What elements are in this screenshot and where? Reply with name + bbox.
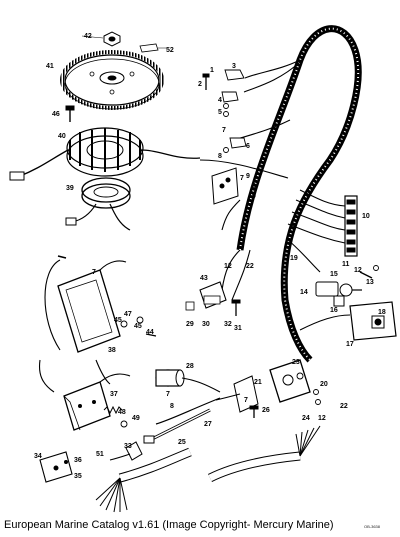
callout-24: 24 <box>302 415 310 422</box>
rectifier-screw <box>231 299 241 316</box>
callout-15: 15 <box>330 271 338 278</box>
callout-8c: 8 <box>170 403 174 410</box>
callout-16: 16 <box>330 307 338 314</box>
grommets <box>120 316 157 337</box>
flywheel-key <box>139 43 166 53</box>
screw <box>249 405 259 418</box>
callout-48: 48 <box>118 409 126 416</box>
callout-19: 19 <box>290 255 298 262</box>
stator-screw <box>65 105 75 122</box>
trigger-assembly <box>65 177 131 231</box>
callout-2: 2 <box>198 81 202 88</box>
callout-42: 42 <box>84 33 92 40</box>
callout-8b: 8 <box>252 183 256 190</box>
callout-18: 18 <box>378 309 386 316</box>
mounting-bracket <box>211 167 239 205</box>
callout-35: 35 <box>74 473 82 480</box>
callout-1: 1 <box>210 67 214 74</box>
callout-labels: 1 2 3 4 5 6 7 8 7 9 8 9 10 11 12 12 13 1… <box>34 33 386 480</box>
coil-terminals <box>202 69 247 153</box>
callout-45a: 45 <box>114 317 122 324</box>
fuse-wire <box>143 397 221 444</box>
callout-29: 29 <box>186 321 194 328</box>
callout-46: 46 <box>52 111 60 118</box>
callout-49: 49 <box>132 415 140 422</box>
callout-7d: 7 <box>166 391 170 398</box>
callout-22a: 22 <box>246 263 254 270</box>
callout-8a: 8 <box>218 153 222 160</box>
cable-bracket <box>215 375 259 413</box>
callout-7a: 7 <box>222 127 226 134</box>
callout-34: 34 <box>34 453 42 460</box>
callout-47: 47 <box>124 311 132 318</box>
callout-3: 3 <box>232 63 236 70</box>
callout-41: 41 <box>46 63 54 70</box>
callout-31: 31 <box>234 325 242 332</box>
switch-plate <box>349 301 397 341</box>
spark-plug-cap <box>109 441 143 461</box>
callout-17: 17 <box>346 341 354 348</box>
callout-26: 26 <box>262 407 270 414</box>
callout-25: 25 <box>178 439 186 446</box>
starter-solenoid <box>269 359 321 405</box>
spring <box>103 405 128 428</box>
callout-13: 13 <box>366 279 374 286</box>
callout-10: 10 <box>362 213 370 220</box>
callout-11: 11 <box>342 261 350 268</box>
callout-52: 52 <box>166 47 174 54</box>
callout-36: 36 <box>74 457 82 464</box>
callout-30: 30 <box>202 321 210 328</box>
ignition-coil <box>38 359 131 431</box>
catalog-caption: European Marine Catalog v1.61 (Image Cop… <box>4 519 334 531</box>
callout-14: 14 <box>300 289 308 296</box>
callout-38: 38 <box>108 347 116 354</box>
callout-32: 32 <box>224 321 232 328</box>
callout-33: 33 <box>124 443 132 450</box>
callout-7b: 7 <box>240 175 244 182</box>
mounting-plate <box>39 451 73 483</box>
callout-12c: 12 <box>318 415 326 422</box>
callout-45b: 45 <box>134 323 142 330</box>
stator <box>9 127 201 181</box>
bolt <box>359 265 379 279</box>
callout-44: 44 <box>146 329 154 336</box>
key-switch <box>315 281 362 307</box>
flywheel <box>60 50 164 110</box>
callout-37: 37 <box>110 391 118 398</box>
callout-51: 51 <box>96 451 104 458</box>
callout-7e: 7 <box>244 397 248 404</box>
callout-21: 21 <box>254 379 262 386</box>
callout-27: 27 <box>204 421 212 428</box>
lower-harness <box>95 425 321 513</box>
callout-28: 28 <box>186 363 194 370</box>
callout-40: 40 <box>58 133 66 140</box>
capacitor <box>155 369 221 393</box>
rectifier <box>185 281 227 311</box>
terminal-block <box>344 195 358 257</box>
callout-12a: 12 <box>224 263 232 270</box>
callout-4: 4 <box>218 97 222 104</box>
switch-box <box>44 255 127 385</box>
callout-7c: 7 <box>92 269 96 276</box>
callout-23: 23 <box>292 359 300 366</box>
callout-39: 39 <box>66 185 74 192</box>
callout-9b: 9 <box>252 193 256 200</box>
callout-9a: 9 <box>246 173 250 180</box>
callout-12b: 12 <box>354 267 362 274</box>
callout-22b: 22 <box>340 403 348 410</box>
callout-5: 5 <box>218 109 222 116</box>
callout-6: 6 <box>246 143 250 150</box>
callout-20: 20 <box>320 381 328 388</box>
drawing-number: OB-3638 <box>364 524 381 529</box>
callout-43: 43 <box>200 275 208 282</box>
flywheel-nut <box>81 31 121 47</box>
